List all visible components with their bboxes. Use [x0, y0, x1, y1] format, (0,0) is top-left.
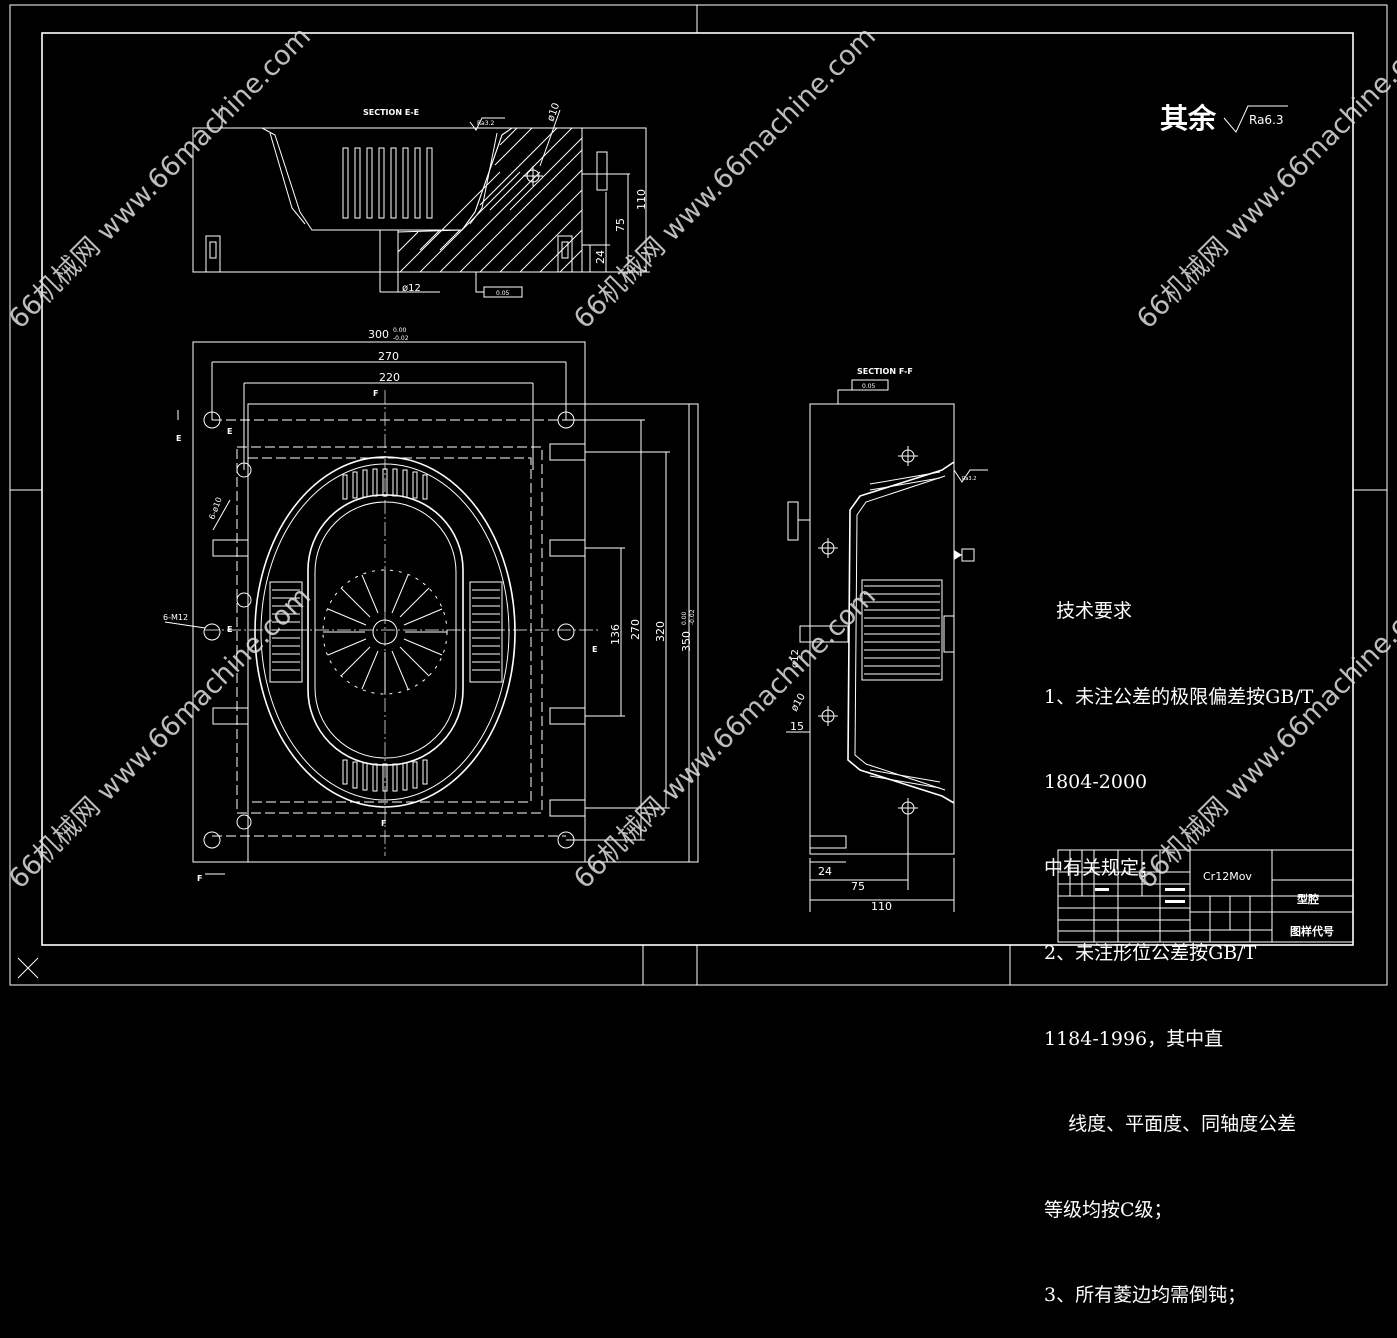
dim-220: 220 [379, 371, 400, 384]
svg-text:0.05: 0.05 [496, 290, 510, 297]
svg-text:F: F [197, 874, 202, 883]
holes-6-m12: 6-M12 [163, 613, 188, 622]
requirement-line: 中有关规定； [1044, 856, 1159, 879]
surface-finish-label: 其余 [1160, 102, 1217, 135]
side-phi12: ø12 [790, 649, 801, 668]
svg-text:0.05: 0.05 [862, 383, 876, 390]
requirement-line: 1804-2000 [1044, 771, 1148, 793]
side-dim-110: 110 [871, 900, 892, 913]
requirements-title: 技术要求 [1056, 600, 1133, 622]
requirement-line: 3、所有菱边均需倒钝； [1044, 1284, 1247, 1306]
sheet-border [9, 4, 1388, 986]
dim-300: 300 [368, 328, 389, 341]
watermark: 66机械网 www.66machine.com [3, 581, 317, 895]
roughness-symbol [1223, 105, 1288, 133]
requirement-line: 1184-1996，其中直 [1044, 1027, 1224, 1050]
drawing-code: 图样代号 [1290, 924, 1334, 938]
svg-text:F: F [381, 819, 386, 828]
section-e-e-label: SECTION E-E [363, 108, 419, 117]
phi10-label: ø10 [545, 102, 562, 123]
section-f-f-label: SECTION F-F [857, 367, 913, 376]
svg-text:E: E [227, 427, 232, 436]
cad-drawing: 其余 Ra6.3 SECTION E-E [3, 4, 1397, 986]
svg-text:Ra3.2: Ra3.2 [962, 476, 976, 482]
watermark: 66机械网 www.66machine.com [3, 21, 317, 335]
material: Cr12Mov [1203, 870, 1252, 883]
plan-view: 300 0.00 -0.02 270 220 [163, 327, 699, 883]
technical-requirements: 技术要求 1、未注公差的极限偏差按GB/T 1804-2000 中有关规定； 2… [1044, 540, 1374, 1338]
side-dim-75: 75 [851, 880, 865, 893]
requirement-line: 1、未注公差的极限偏差按GB/T [1044, 685, 1314, 708]
dim-24-top: 24 [594, 250, 607, 264]
phi12-label: ø12 [402, 283, 421, 294]
dim-75-top: 75 [614, 218, 627, 232]
svg-text:F: F [373, 389, 378, 398]
svg-text:Ra3.2: Ra3.2 [477, 120, 494, 127]
side-dim-15: 15 [790, 720, 804, 733]
dim-270-vertical: 270 [629, 619, 642, 640]
svg-text:0.00: 0.00 [681, 611, 688, 625]
dim-350: 350 [680, 631, 693, 652]
requirement-line: 等级均按C级； [1044, 1198, 1173, 1221]
side-phi10: ø10 [789, 692, 808, 714]
svg-text:E: E [592, 645, 597, 654]
watermark: 66机械网 www.66machine.com [1131, 21, 1397, 335]
dim-110-top: 110 [635, 189, 648, 210]
svg-text:-0.02: -0.02 [689, 609, 696, 625]
dim-136: 136 [609, 624, 622, 645]
part-name: 型腔 [1297, 892, 1319, 906]
section-e-e-view: SECTION E-E [192, 102, 650, 298]
watermark: 66机械网 www.66machine.com [568, 21, 882, 335]
dim-270: 270 [378, 350, 399, 363]
svg-text:0.00: 0.00 [393, 327, 407, 334]
svg-text:E: E [227, 625, 232, 634]
holes-6-phi10: 6-ø10 [207, 496, 223, 521]
svg-text:E: E [176, 434, 181, 443]
side-dim-24: 24 [818, 865, 832, 878]
requirement-line: 线度、平面度、同轴度公差 [1044, 1113, 1297, 1135]
svg-text:-0.02: -0.02 [393, 335, 409, 342]
title-block: Cr12Mov 型腔 图样代号 [1057, 849, 1354, 943]
roughness-value: Ra6.3 [1249, 113, 1284, 127]
requirement-line: 2、未注形位公差按GB/T [1044, 942, 1257, 964]
dim-320: 320 [654, 621, 667, 642]
